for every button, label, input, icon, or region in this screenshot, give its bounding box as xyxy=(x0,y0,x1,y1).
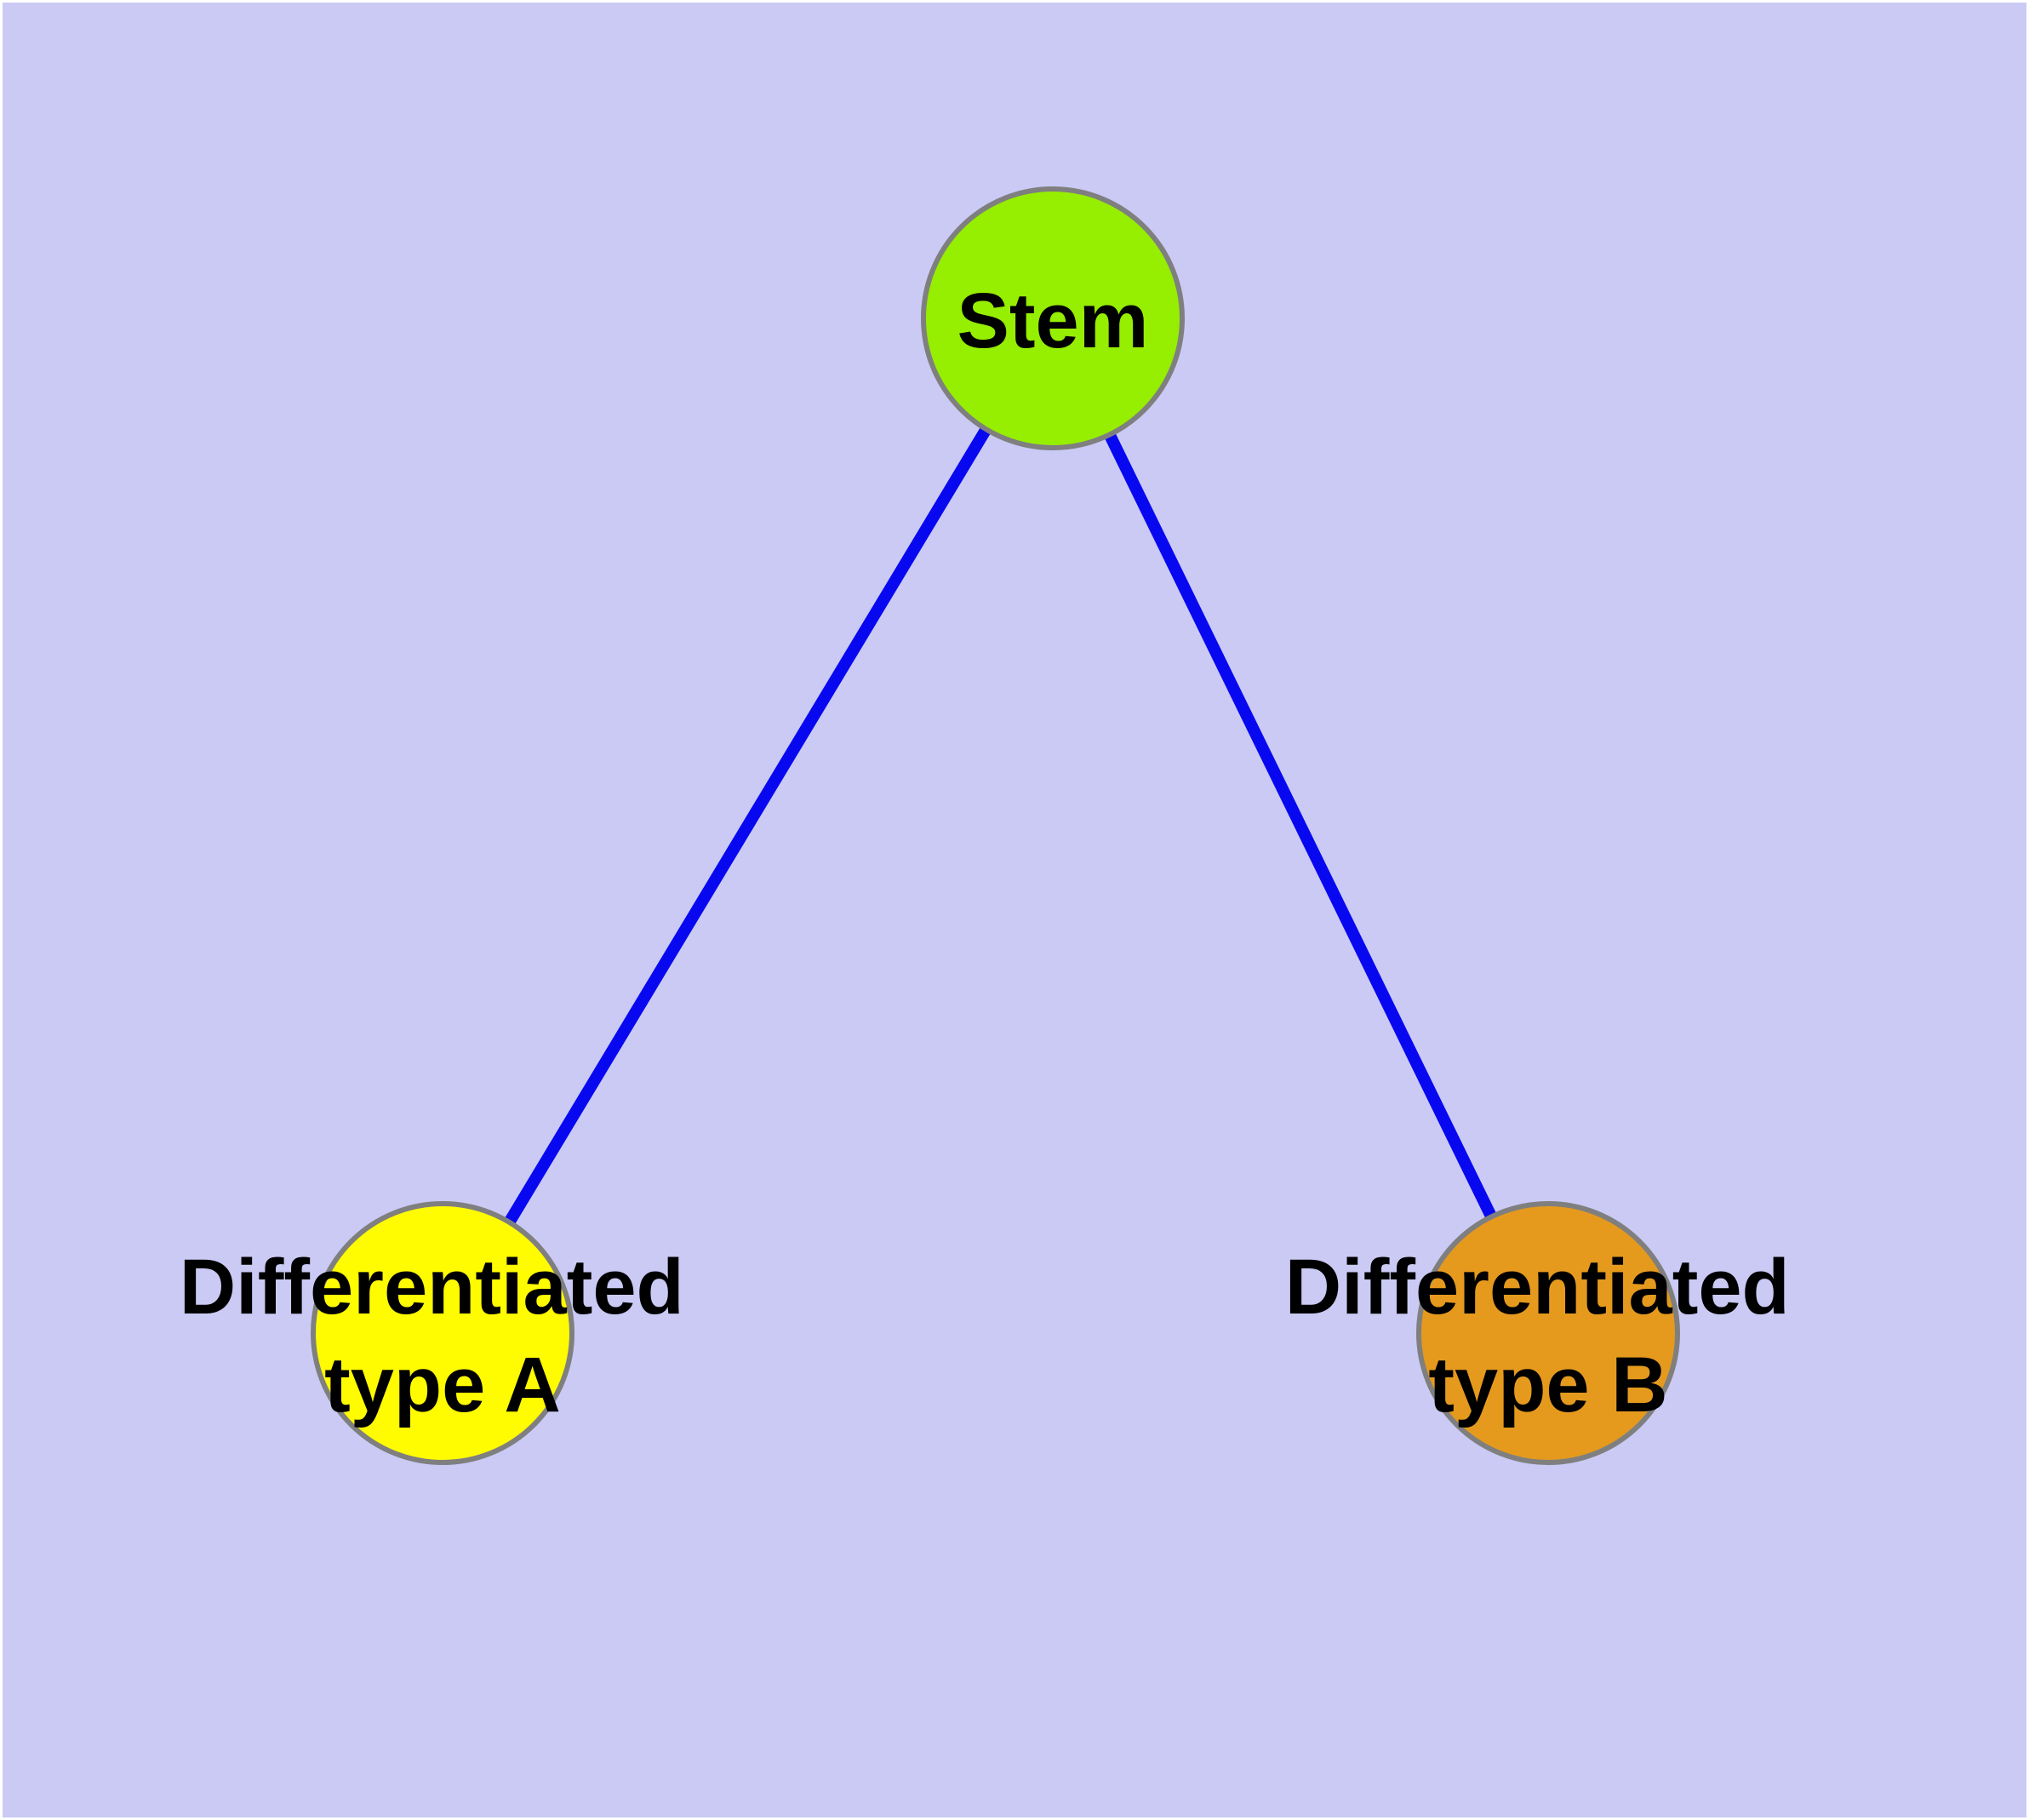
edge-stem-to-type-a xyxy=(437,315,1058,1336)
stem-node xyxy=(921,186,1185,450)
edge-stem-to-type-b xyxy=(1047,315,1554,1336)
type-a-node xyxy=(311,1201,574,1465)
stem-node-label: Stem xyxy=(957,278,1149,364)
type-a-label-line2: type A xyxy=(324,1342,561,1428)
type-b-node xyxy=(1416,1201,1680,1465)
type-a-node-label: Differentiated type A xyxy=(180,1244,706,1428)
type-b-label-line2: type B xyxy=(1428,1342,1667,1428)
type-b-label-line1: Differentiated xyxy=(1285,1244,1790,1331)
type-b-node-label: Differentiated type B xyxy=(1285,1244,1812,1428)
type-a-label-line1: Differentiated xyxy=(180,1244,684,1331)
